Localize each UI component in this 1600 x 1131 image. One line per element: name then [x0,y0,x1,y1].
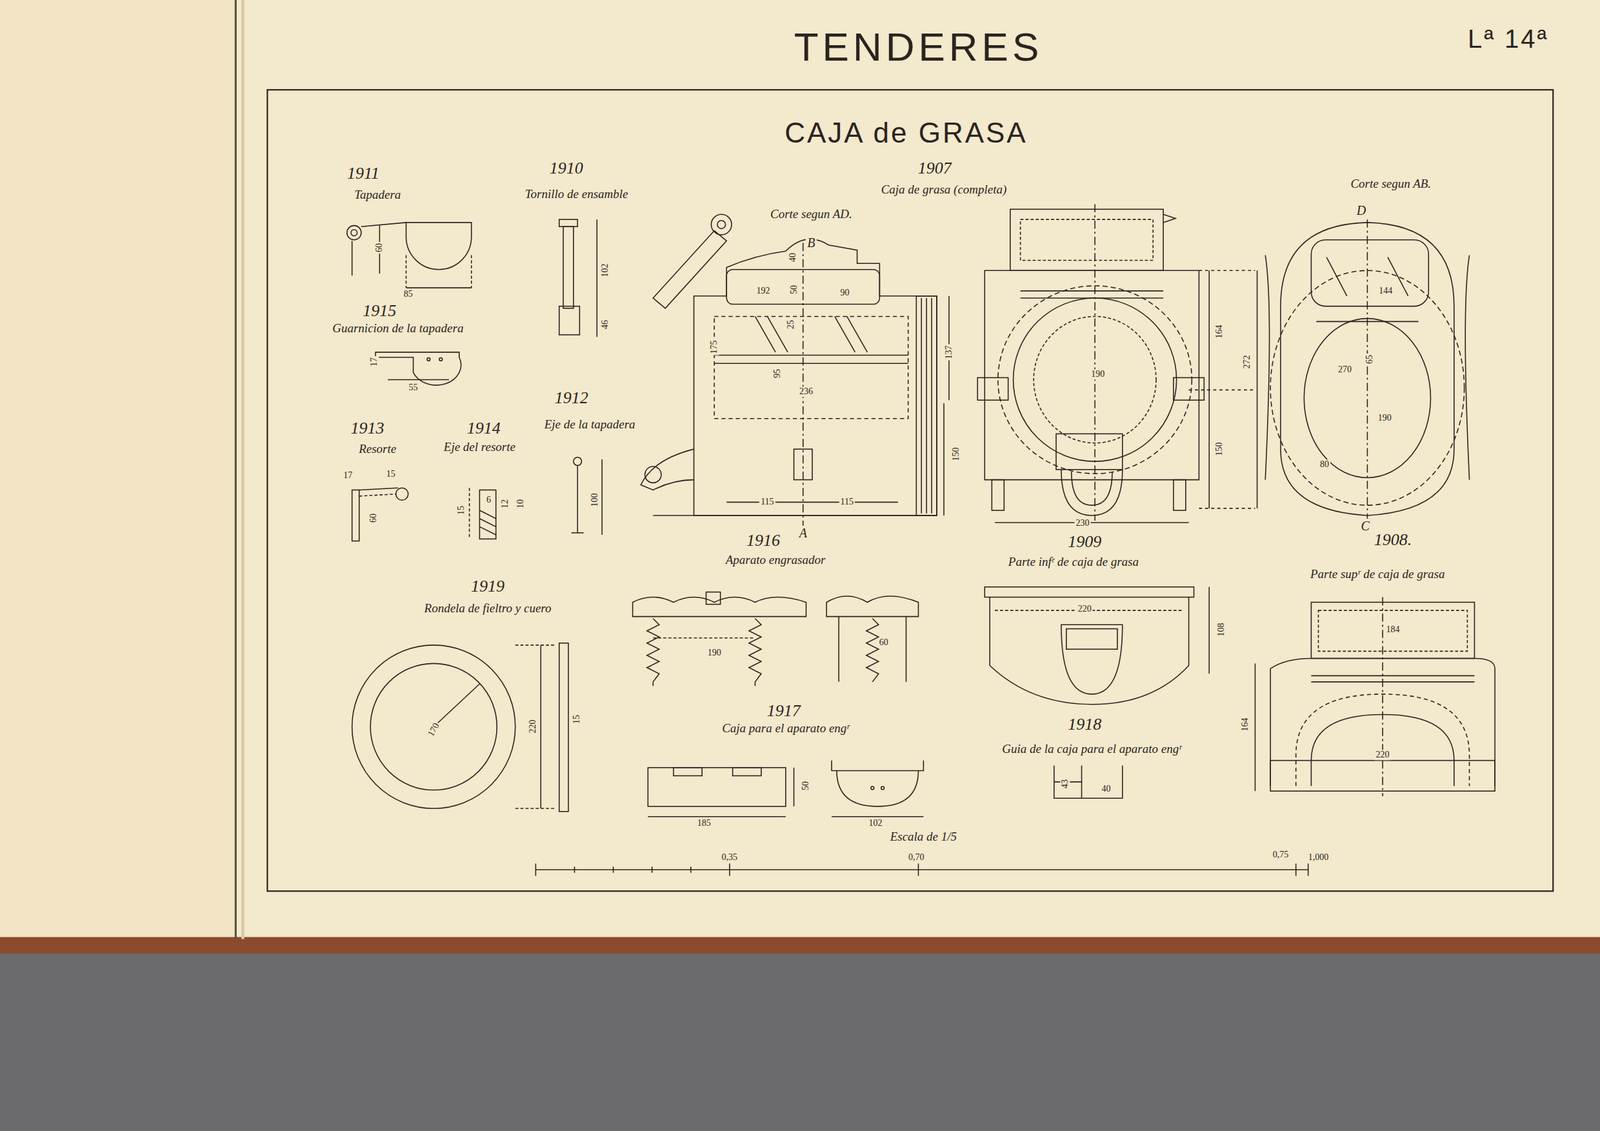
dimension: 220 [1374,750,1391,760]
part-caption: Tapadera [352,188,402,202]
part-number: 1919 [469,577,506,597]
dimension: 43 [1060,778,1071,790]
dimension: 185 [696,818,713,829]
dimension: 15 [385,469,397,480]
part-caption: Caja para el aparato engʳ [720,721,851,736]
part-number: 1911 [345,164,381,184]
part-caption: Corte segun AD. [769,207,854,222]
dimension: 220 [527,718,538,735]
dimension: 17 [369,356,380,368]
part-caption: Escala de 1/5 [889,829,959,844]
part-number: 1916 [745,531,782,551]
dimension: 190 [706,648,723,659]
section-letter: D [1355,203,1368,218]
dimension: 150 [950,445,961,462]
part-caption: Eje de la tapadera [543,418,637,432]
dimension: 102 [867,818,884,829]
dimension: 100 [589,492,600,509]
part-caption: Guarnicion de la tapadera [330,321,465,336]
part-number: 1917 [765,701,802,721]
dimension: 115 [839,496,855,507]
part-number: 1912 [553,389,590,408]
part-caption: Caja de grasa (completa) [880,183,1009,197]
dimension: 137 [943,343,954,360]
dimension: 80 [1318,459,1331,470]
dimension: 25 [785,318,796,331]
dimension: 272 [1241,354,1252,371]
dimension: 15 [571,713,582,726]
sheet-title: TENDERES [794,25,1044,70]
dimension: 192 [755,285,772,296]
part-caption: Tornillo de ensamble [523,187,630,201]
dimension: 115 [759,496,775,507]
dimension: 0,35 [720,852,740,862]
section-letter: B [805,235,817,250]
dimension: 60 [374,241,385,254]
dimension: 65 [1364,353,1375,366]
page-number: Lª 14ª [1466,24,1550,53]
part-caption: Parte supʳ de caja de grasa [1309,567,1446,582]
dimension: 102 [600,262,610,279]
part-caption: Guia de la caja para el aparato engʳ [1000,741,1183,756]
dimension: 190 [1376,413,1393,424]
dimension: 164 [1240,716,1250,733]
dimension: 0,70 [907,852,926,862]
part-caption: Rondela de fieltro y cuero [423,601,553,615]
dimension: 144 [1377,285,1394,296]
part-number: 1913 [349,419,386,439]
part-number: 1918 [1066,715,1103,735]
dimension: 175 [709,338,719,355]
part-caption: Eje del resorte [442,440,517,454]
dimension: 40 [1100,783,1112,794]
section-letter: A [798,525,809,540]
dimension: 12 [500,498,510,510]
part-number: 1907 [916,159,953,179]
dimension: 230 [1074,518,1091,529]
dimension: 50 [801,780,811,792]
part-number: 1908. [1372,530,1414,550]
part-caption: Parte infʳ de caja de grasa [1007,555,1140,570]
dimension: 10 [515,498,526,510]
dimension: 0,75 [1271,850,1291,860]
part-caption: Corte segun AB. [1349,176,1433,191]
dimension: 60 [878,638,890,648]
dimension: 90 [839,287,851,298]
dimension: 55 [407,382,420,393]
part-number: 1909 [1066,532,1103,552]
part-number: 1915 [361,301,398,321]
part-number: 1910 [548,159,585,179]
dimension: 95 [772,367,783,380]
sheet-subtitle: CAJA de GRASA [783,116,1029,148]
dimension: 6 [485,494,493,505]
part-caption: Resorte [357,441,398,456]
dimension: 164 [1214,323,1224,340]
dimension: 50 [789,283,799,296]
dimension: 270 [1336,364,1353,375]
dimension: 150 [1214,440,1224,457]
dimension: 85 [402,289,415,299]
dimension: 60 [368,512,379,524]
dimension: 17 [341,470,354,480]
dimension: 190 [1089,369,1106,380]
dimension: 184 [1384,624,1401,635]
dimension: 236 [798,387,815,397]
dimension: 15 [456,504,466,517]
dimension: 108 [1216,621,1227,638]
dimension: 1,000 [1307,852,1331,862]
dimension: 46 [600,318,610,331]
dimension: 40 [787,251,798,264]
part-number: 1914 [465,419,502,439]
dimension: 220 [1076,604,1093,615]
part-caption: Aparato engrasador [724,553,828,568]
section-letter: C [1360,518,1371,533]
